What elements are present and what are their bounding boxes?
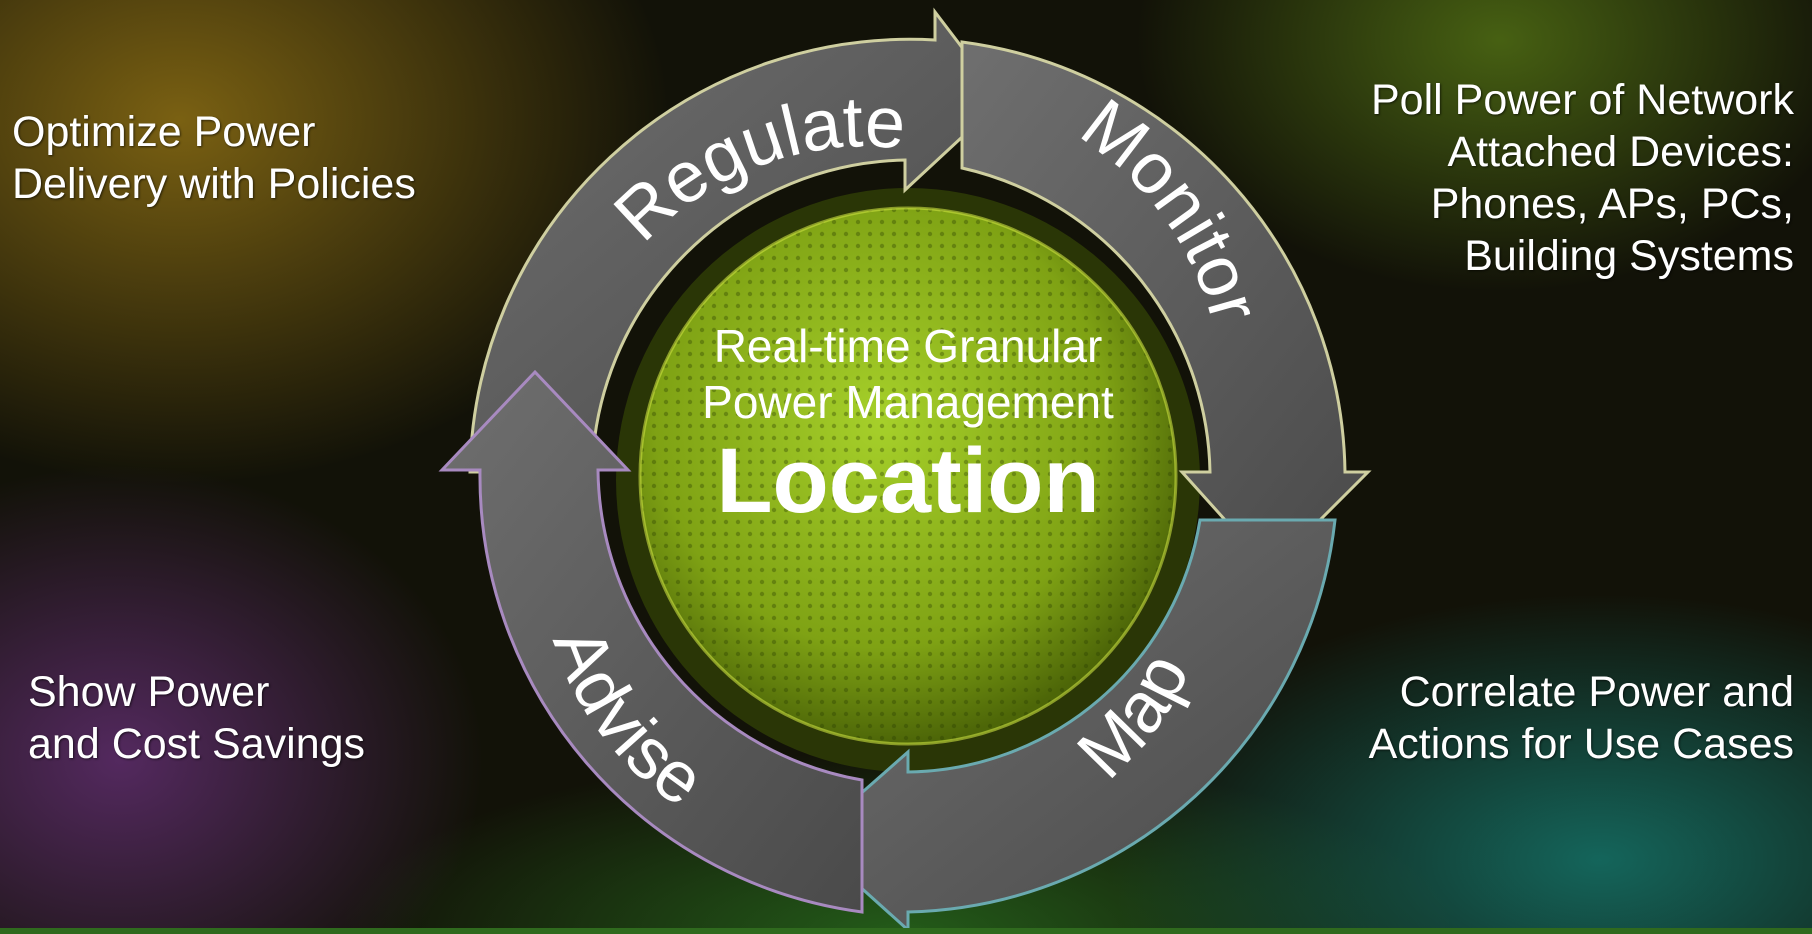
advise-description: Show Power and Cost Savings (28, 668, 366, 768)
globe-rim (638, 206, 1178, 746)
globe-dot-texture (640, 208, 1176, 744)
center-title: Location (716, 430, 1099, 532)
bottom-band (0, 928, 1812, 934)
regulate-arrow (468, 7, 1005, 474)
map-arrow (805, 518, 1337, 934)
monitor-arrow (960, 40, 1372, 573)
map-description: Correlate Power and Actions for Use Case… (1368, 668, 1794, 768)
center-subtitle-line2: Power Management (702, 376, 1114, 428)
regulate-description: Optimize Power Delivery with Policies (12, 108, 416, 208)
monitor-description: Poll Power of Network Attached Devices: … (1371, 76, 1794, 280)
center-subtitle-line1: Real-time Granular (714, 320, 1103, 372)
advise-arrow (438, 369, 864, 914)
